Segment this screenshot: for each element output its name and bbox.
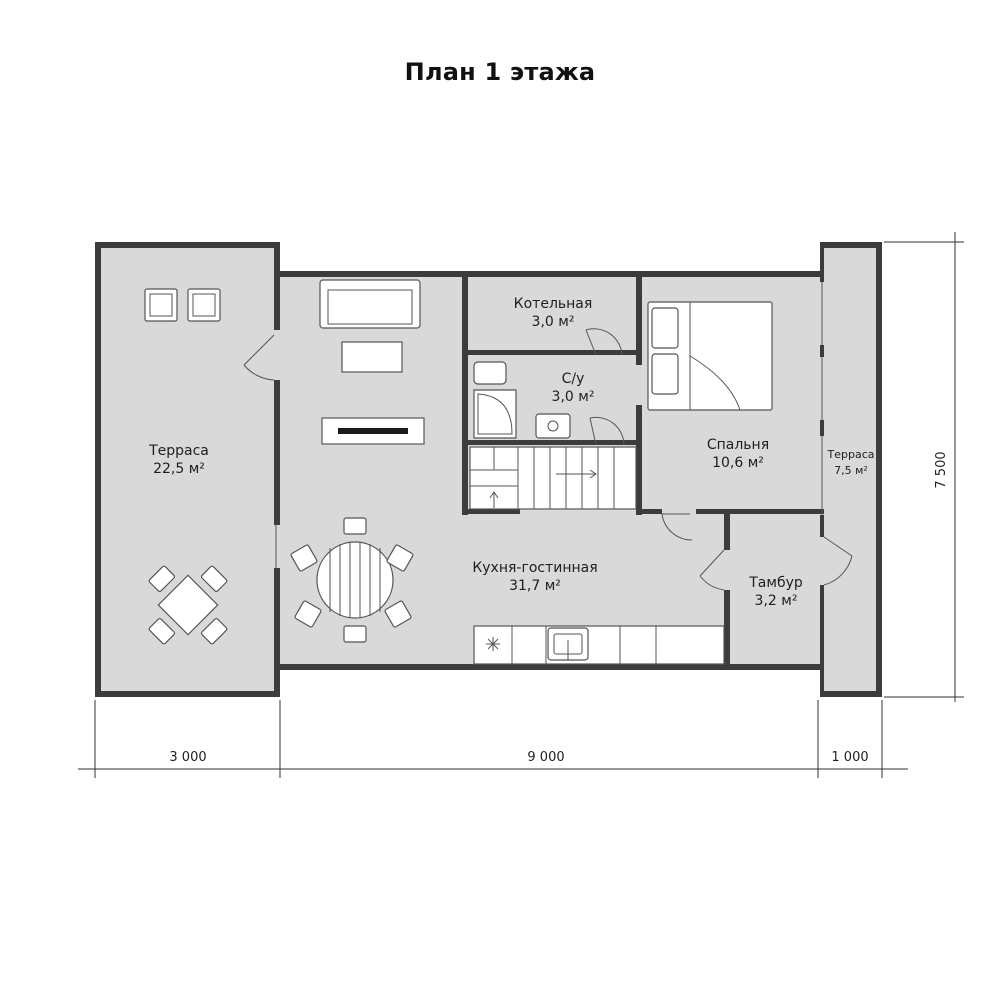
dimension-lines: [78, 232, 964, 778]
sofa: [319, 279, 421, 329]
coffee-table: [341, 341, 403, 373]
kitchen-living-area: 31,7 м²: [509, 578, 561, 594]
interior-walls: [462, 275, 824, 668]
bedroom-area: 10,6 м²: [712, 455, 764, 471]
vestibule-area: 3,2 м²: [755, 593, 798, 609]
boiler-name: Котельная: [514, 296, 593, 312]
terrace-armchairs: [144, 288, 221, 322]
fireplace: [321, 417, 425, 445]
boiler-area: 3,0 м²: [532, 314, 575, 330]
dimension-middle: 9 000: [527, 750, 564, 765]
terrace-left-area: 22,5 м²: [153, 461, 205, 477]
terrace-left-name: Терраса: [148, 443, 209, 459]
wc-fixtures: [473, 361, 571, 439]
terrace-right-name: Терраса: [827, 448, 875, 461]
kitchen-counter: [473, 625, 725, 665]
bed: [647, 301, 773, 411]
snowflake-icon: [486, 637, 500, 651]
dimension-left: 3 000: [169, 750, 206, 765]
doors: [243, 282, 853, 591]
room-labels: Терраса 22,5 м² Котельная 3,0 м² С/у 3,0…: [148, 296, 874, 609]
bedroom-name: Спальня: [707, 437, 769, 453]
wc-area: 3,0 м²: [552, 389, 595, 405]
dining-table: [290, 517, 414, 643]
vestibule-name: Тамбур: [748, 575, 803, 591]
wc-name: С/у: [562, 371, 585, 387]
terrace-right-area: 7,5 м²: [834, 464, 868, 477]
dimension-right: 1 000: [831, 750, 868, 765]
dimension-height: 7 500: [934, 451, 949, 488]
outer-walls: [95, 242, 882, 697]
kitchen-living-name: Кухня-гостинная: [472, 560, 597, 576]
page-title: План 1 этажа: [404, 58, 596, 86]
terrace-dining-set: [148, 565, 228, 645]
staircase: [469, 446, 637, 510]
terrace-right-floor: [820, 242, 882, 697]
